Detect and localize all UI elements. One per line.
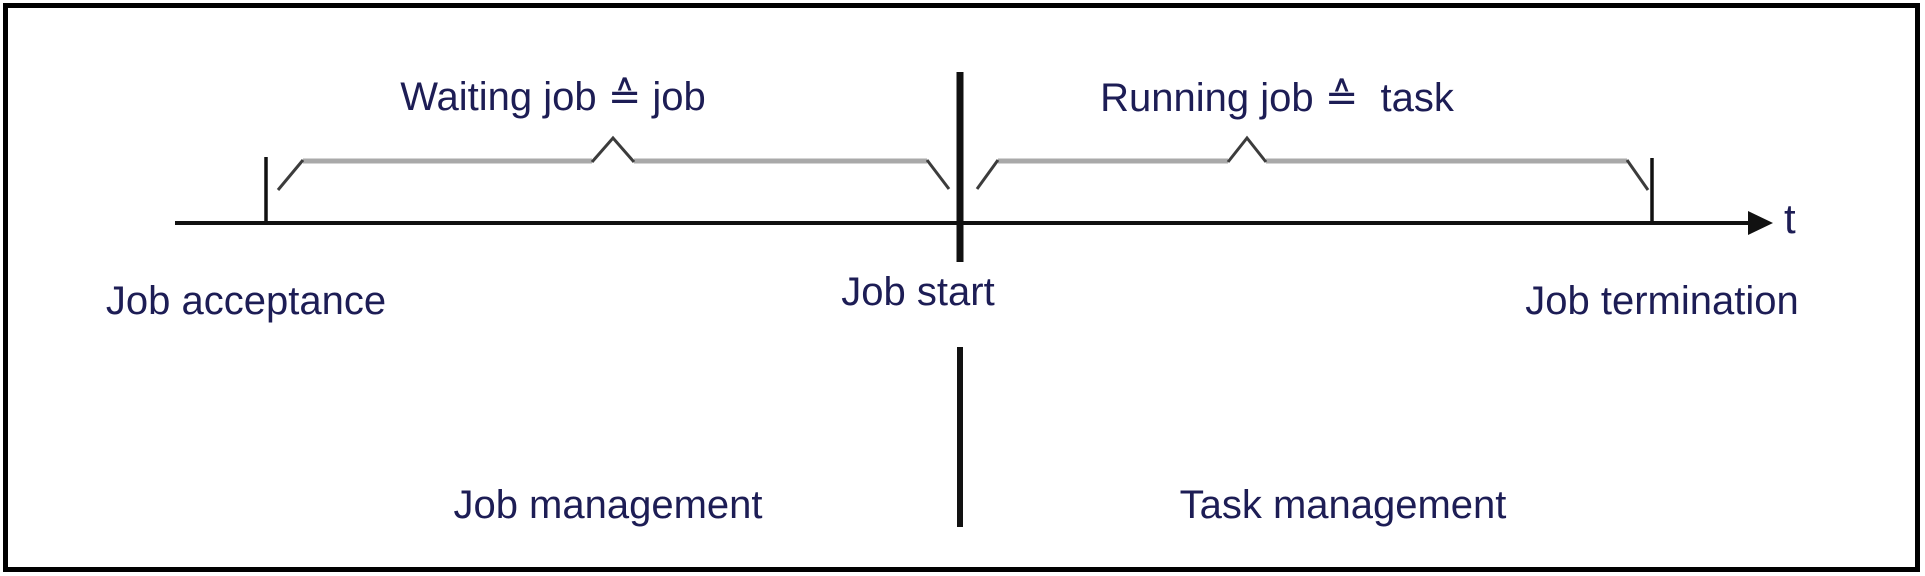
section-label-task-management: Task management — [1179, 483, 1507, 527]
event-label-job-acceptance: Job acceptance — [105, 279, 387, 323]
running-phase-label: Running job ≙ task — [1100, 76, 1454, 120]
section-label-job-management: Job management — [453, 483, 763, 527]
axis-t-label: t — [1784, 195, 1796, 242]
axis-arrowhead-icon — [1748, 211, 1773, 235]
timeline-axis — [175, 211, 1773, 235]
event-label-job-termination: Job termination — [1525, 279, 1799, 323]
waiting-phase-label: Waiting job ≙ job — [400, 75, 706, 119]
overbrace-running — [975, 135, 1650, 191]
event-label-job-start: Job start — [841, 270, 995, 314]
overbrace-waiting — [276, 135, 951, 191]
